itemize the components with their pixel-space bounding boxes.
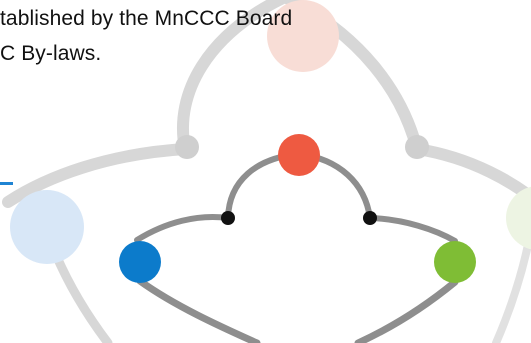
bylaws-text-line-2: C By-laws. xyxy=(0,42,102,65)
inner-arc-right-lower xyxy=(354,278,459,343)
section-accent-rule xyxy=(0,182,13,185)
right-inner-node xyxy=(434,241,476,283)
inner-arc-left xyxy=(134,151,302,243)
outer-connector-dot-left xyxy=(175,135,199,159)
left-outer-node xyxy=(10,190,84,264)
right-outer-node xyxy=(506,186,531,250)
top-outer-node xyxy=(267,0,339,72)
outer-connector-dot-right xyxy=(405,135,429,159)
bylaws-text-line-1: tablished by the MnCCC Board xyxy=(0,7,293,30)
inner-connector-dot-right xyxy=(363,211,377,225)
left-inner-node xyxy=(119,241,161,283)
inner-connector-dot-left xyxy=(221,211,235,225)
outer-network-dots xyxy=(175,135,429,159)
inner-network-arcs xyxy=(134,151,459,343)
outer-network-nodes xyxy=(10,0,531,264)
inner-arc-right xyxy=(296,151,458,244)
inner-network-nodes xyxy=(119,134,476,283)
outer-arc-left xyxy=(2,0,291,208)
top-inner-node xyxy=(278,134,320,176)
inner-network-connectors xyxy=(221,211,377,225)
inner-arc-left-lower xyxy=(136,277,261,343)
